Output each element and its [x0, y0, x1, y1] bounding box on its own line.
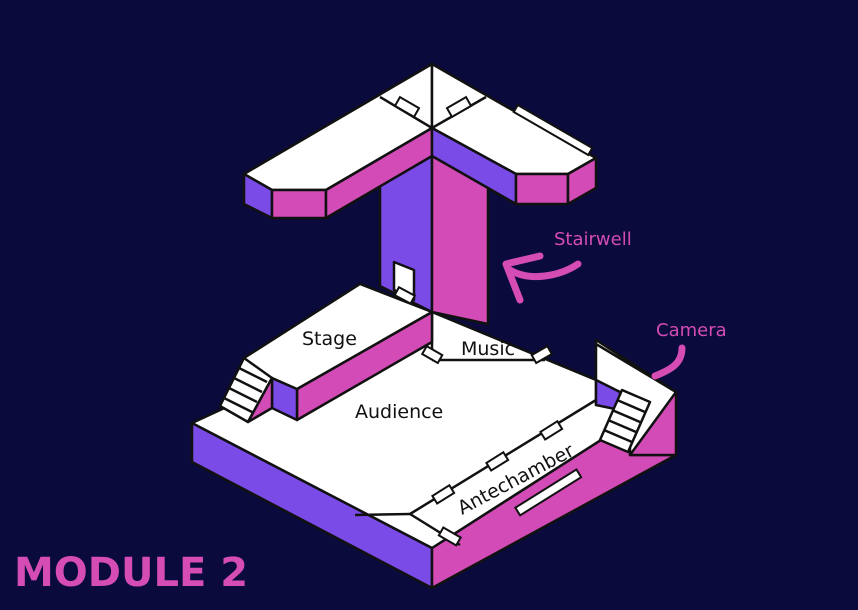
callout-label-stairwell: Stairwell — [554, 229, 632, 250]
upper-right-end-magenta — [514, 172, 570, 206]
upper-floor — [242, 62, 598, 220]
room-label-audience: Audience — [355, 401, 443, 423]
right-stairs — [598, 388, 652, 454]
left-stairs — [218, 356, 274, 424]
callout-label-camera: Camera — [656, 320, 727, 341]
camera-arrow — [651, 344, 686, 380]
room-label-stage: Stage — [302, 328, 357, 350]
stairwell-arrow — [502, 252, 582, 304]
room-label-music: Music — [461, 338, 515, 360]
camera-wall-magenta — [628, 390, 678, 457]
upper-left-end-magenta — [270, 188, 328, 220]
module-title: MODULE 2 — [14, 550, 248, 596]
stairwell-column — [378, 154, 490, 326]
upper-right-end-side — [566, 156, 598, 206]
floor-doors — [420, 344, 583, 547]
